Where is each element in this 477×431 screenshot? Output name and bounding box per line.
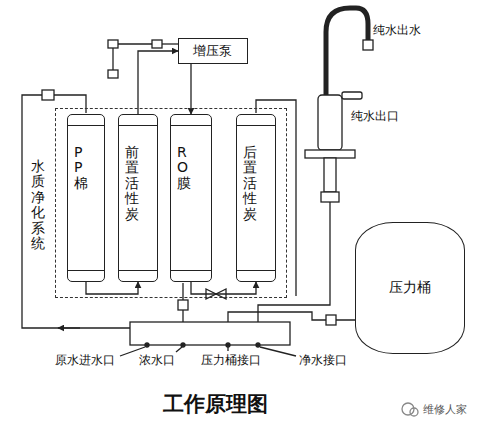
pipe-connector <box>191 282 256 294</box>
membrane-cartridge: RO膜 <box>170 114 212 282</box>
pipe-connector <box>190 64 191 114</box>
pipe <box>112 48 113 70</box>
base-plate <box>130 322 290 345</box>
port-label: 压力桶接口 <box>200 352 262 369</box>
raw-pipe <box>54 95 86 113</box>
node-text: PP棉 <box>74 145 88 191</box>
switch-symbol <box>108 40 118 48</box>
switch-symbol <box>152 40 162 48</box>
flow-arrow <box>58 327 80 328</box>
tank-valve <box>326 315 336 325</box>
port-label: 净水接口 <box>298 352 348 369</box>
pressure-tank: 压力桶 <box>355 222 465 354</box>
port-label: 纯水出口 <box>350 108 400 125</box>
port <box>145 343 149 347</box>
faucet-nut <box>321 192 339 202</box>
node-text: 水质净化系统 <box>31 159 45 251</box>
port-label: 原水进水口 <box>54 352 116 369</box>
node-text: 前置活性炭 <box>125 145 139 222</box>
filter-cartridge: 后置活性炭 <box>236 114 276 282</box>
faucet-body <box>318 95 342 150</box>
pipe <box>162 43 178 44</box>
faucet-base <box>305 150 355 158</box>
leader-line <box>227 347 228 351</box>
port <box>256 343 260 347</box>
node-text: 增压泵 <box>193 42 232 60</box>
filter-cartridge: PP棉 <box>67 114 105 282</box>
node-text: 压力桶 <box>389 279 431 297</box>
switch-symbol <box>108 70 118 78</box>
node-text: RO膜 <box>177 145 191 191</box>
system-group: 水质净化系统PP棉前置活性炭RO膜后置活性炭 <box>55 108 287 298</box>
pipe <box>118 43 152 44</box>
faucet-spout <box>326 8 368 95</box>
leader-line <box>260 347 296 356</box>
port-label: 浓水口 <box>138 352 176 369</box>
raw-pipe <box>22 95 130 328</box>
pipe-connector <box>86 282 138 294</box>
diagram-title: 工作原理图 <box>163 390 268 418</box>
port <box>226 343 230 347</box>
faucet-handle <box>342 92 362 99</box>
faucet-shank <box>324 158 336 192</box>
watermark-icon <box>410 408 418 416</box>
port <box>181 343 185 347</box>
faucet-nozzle <box>363 40 373 50</box>
watermark: 维修人家 <box>422 402 468 417</box>
flow-restrictor <box>178 300 188 310</box>
inlet-fitting <box>42 90 54 100</box>
node-text: 后置活性炭 <box>243 145 257 222</box>
port-label: 纯水出水 <box>372 22 422 39</box>
filter-cartridge: 前置活性炭 <box>118 114 158 282</box>
pipe-connector <box>138 51 178 114</box>
pump-box: 增压泵 <box>178 38 248 64</box>
leader-line <box>176 347 182 352</box>
